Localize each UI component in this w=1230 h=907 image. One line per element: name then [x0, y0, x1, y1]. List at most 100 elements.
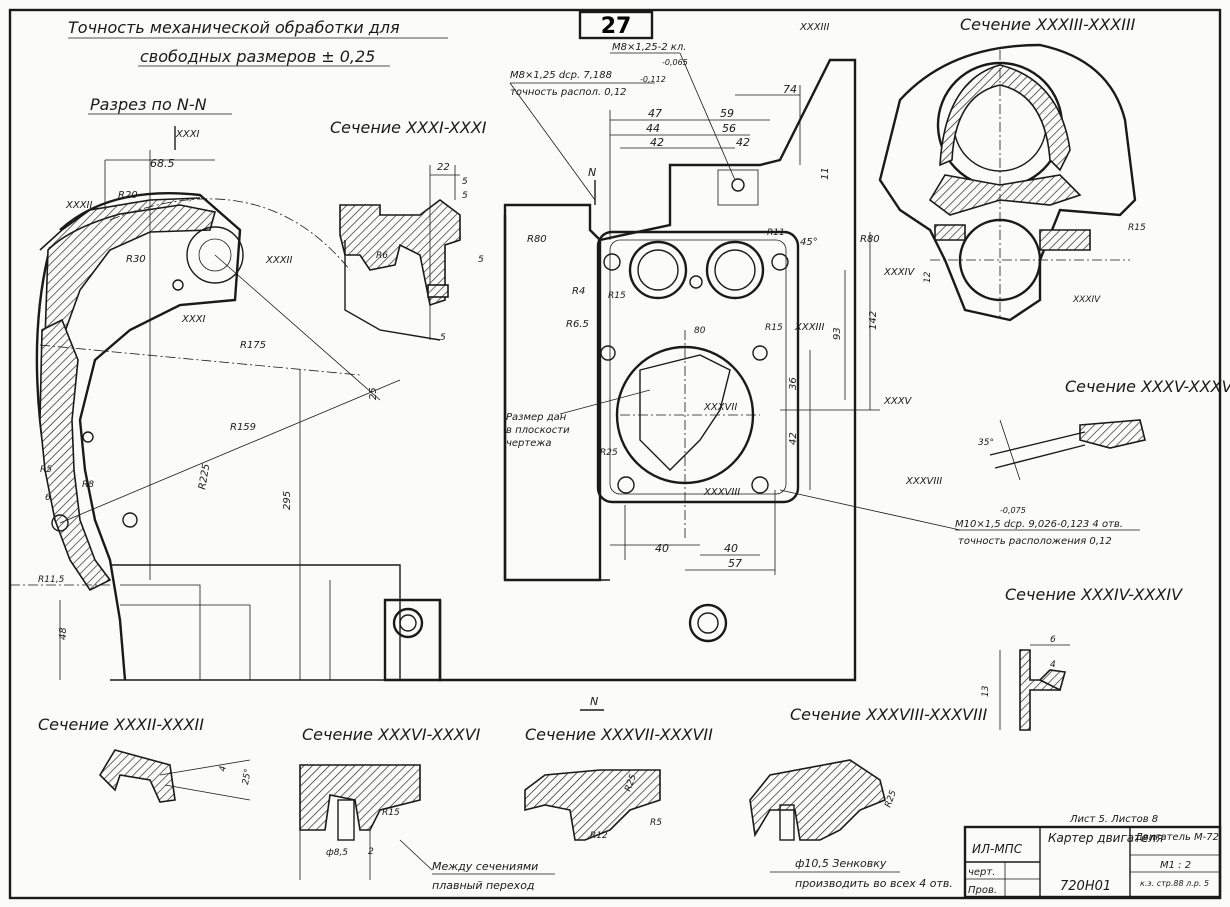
transition-note-line2: плавный переход [432, 879, 535, 892]
dim-13: 13 [981, 685, 991, 697]
mark-xxxvii: XXXVII [703, 402, 737, 413]
dim-25deg: 25° [241, 768, 254, 785]
section-xxxv-title: Сечение XXXV-XXXV [1065, 377, 1230, 396]
dim-r4: R4 [572, 286, 585, 297]
dim-5-bottom: 5 [440, 333, 446, 343]
dim-42b: 42 [736, 136, 750, 149]
dim-r11: R11 [767, 228, 785, 238]
dim-5b: 5 [462, 191, 468, 201]
m8-dimension-line2: точность распол. 0,12 [510, 87, 627, 98]
transition-note-line1: Между сечениями [432, 860, 538, 873]
section-xxxvi-shape [299, 764, 421, 831]
dim-r5: R5 [40, 465, 52, 475]
m10-tolerance: -0,075 [1000, 506, 1026, 515]
dim-r225: R225 [197, 463, 212, 491]
dim-42a: 42 [650, 136, 664, 149]
mark-xxxiii-top: XXXIII [799, 22, 829, 33]
sheet-info: Лист 5. Листов 8 [1069, 814, 1158, 825]
title-drawing-number: 720Н01 [1060, 879, 1111, 894]
dim-r6: R6 [376, 251, 388, 261]
dim-36: 36 [788, 377, 799, 390]
mark-xxxi-mid: XXXI [181, 314, 206, 325]
m8-hole-callout: М8×1,25-2 кл. [612, 42, 686, 53]
section-xxxvi-view: Сечение XXXVI-XXXVI ф8,5 2 R15 [299, 725, 481, 880]
dim-295: 295 [282, 491, 293, 510]
title-dept: ИЛ-МПС [972, 842, 1023, 856]
section-xxxii-view: Сечение XXXII-XXXII 4 25° [38, 715, 254, 803]
section-xxxviii-view: Сечение XXXVIII-XXXVIII R25 [749, 705, 988, 841]
section-xxxiv-view: Сечение XXXIV-XXXIV 6 4 13 [981, 585, 1183, 731]
cut-nn-wall-left [39, 318, 112, 592]
main-flange [596, 230, 800, 504]
title-checked-label: Пров. [968, 885, 997, 896]
section-xxxi-title: Сечение XXXI-XXXI [330, 118, 487, 137]
m8-tolerance-lower: -0,112 [640, 75, 666, 84]
section-xxxv-shape [1079, 419, 1146, 449]
mark-xxxviii-right: XXXVIII [905, 476, 942, 487]
dim-57: 57 [728, 557, 742, 570]
header-title-line1: Точность механической обработки для [68, 18, 400, 37]
section-xxxiv-title: Сечение XXXIV-XXXIV [1005, 585, 1183, 604]
dim-74: 74 [783, 83, 797, 96]
m10-callout: -0,075 М10×1,5 dср. 9,026-0,123 4 отв. т… [955, 506, 1140, 547]
mark-xxxiii-mid: XXXIII [794, 322, 824, 333]
dim-40b: 40 [724, 542, 738, 555]
section-xxxiii-view: Сечение XXXIII-XXXIII R15 12 XXXIV [878, 15, 1146, 322]
section-xxxvii-shape [524, 769, 661, 841]
section-xxxv-view: Сечение XXXV-XXXV 35° [978, 377, 1230, 481]
dim-r30: R30 [126, 254, 146, 265]
dim-r25: R25 [600, 448, 618, 458]
dim-42c: 42 [788, 432, 799, 445]
cut-nn-view: Разрез по N-N 68.5 R20 R30 R175 [10, 95, 401, 681]
dim-35deg: 35° [978, 438, 994, 448]
title-drawn-label: черт. [968, 867, 995, 878]
dim-59: 59 [720, 107, 734, 120]
title-extra: к.з. стр.88 л.р. 5 [1140, 879, 1209, 888]
dim-r15-xxxvi: R15 [382, 808, 400, 818]
dim-56: 56 [722, 122, 736, 135]
bottom-notes: Между сечениями плавный переход ф10,5 Зе… [399, 839, 953, 892]
dim-93: 93 [832, 327, 843, 340]
mark-xxxi-top: XXXI [175, 129, 200, 140]
mark-n-bottom: N [590, 695, 598, 708]
size-note-line3: чертежа [506, 438, 552, 449]
page-number: 27 [601, 14, 632, 39]
section-xxxii-shape [98, 749, 176, 803]
cut-nn-wall-top [44, 204, 217, 363]
dim-r80b: R80 [860, 234, 880, 245]
dim-2: 2 [368, 847, 374, 857]
section-xxxvi-title: Сечение XXXVI-XXXVI [302, 725, 481, 744]
m10-dimension-line2: точность расположения 0,12 [958, 536, 1112, 547]
dim-5a: 5 [462, 177, 468, 187]
m10-dimension-line1: М10×1,5 dср. 9,026-0,123 4 отв. [955, 519, 1123, 530]
section-xxxviii-title: Сечение XXXVIII-XXXVIII [790, 705, 988, 724]
dim-r5-xxxvii: R5 [650, 818, 662, 828]
cut-nn-title: Разрез по N-N [90, 95, 207, 114]
dim-45deg: 45° [800, 237, 818, 248]
dim-r12: R12 [590, 831, 608, 841]
dim-4-xxxiv: 4 [1050, 660, 1056, 670]
dim-r15a: R15 [608, 291, 626, 301]
dim-r175: R175 [240, 340, 266, 351]
dim-5c: 5 [478, 255, 484, 265]
mark-n-top: N [588, 166, 596, 179]
dim-12: 12 [923, 271, 933, 283]
dim-48: 48 [58, 627, 69, 640]
section-xxxi-view: Сечение XXXI-XXXI 22 5 5 5 R6 5 [330, 118, 487, 343]
size-note-line2: в плоскости [506, 425, 570, 436]
title-scale: М1 : 2 [1160, 860, 1191, 871]
dim-25: 25 [368, 387, 379, 400]
mark-xxxiv: XXXIV [883, 267, 916, 278]
main-view: 47 44 42 59 56 42 74 11 R80 R80 R4 R6.5 … [383, 22, 961, 711]
title-part-name: Картер двигателя [1048, 831, 1163, 845]
dim-r80a: R80 [527, 234, 547, 245]
dim-4-xxxii: 4 [218, 765, 229, 773]
title-product: Двигатель М-72 [1134, 832, 1219, 843]
dim-r8: R8 [82, 480, 94, 490]
sheet-border [8, 8, 1222, 900]
dim-r15b: R15 [765, 323, 783, 333]
dim-22: 22 [437, 162, 450, 173]
section-xxxviii-shape [749, 759, 886, 841]
dim-40a: 40 [655, 542, 669, 555]
